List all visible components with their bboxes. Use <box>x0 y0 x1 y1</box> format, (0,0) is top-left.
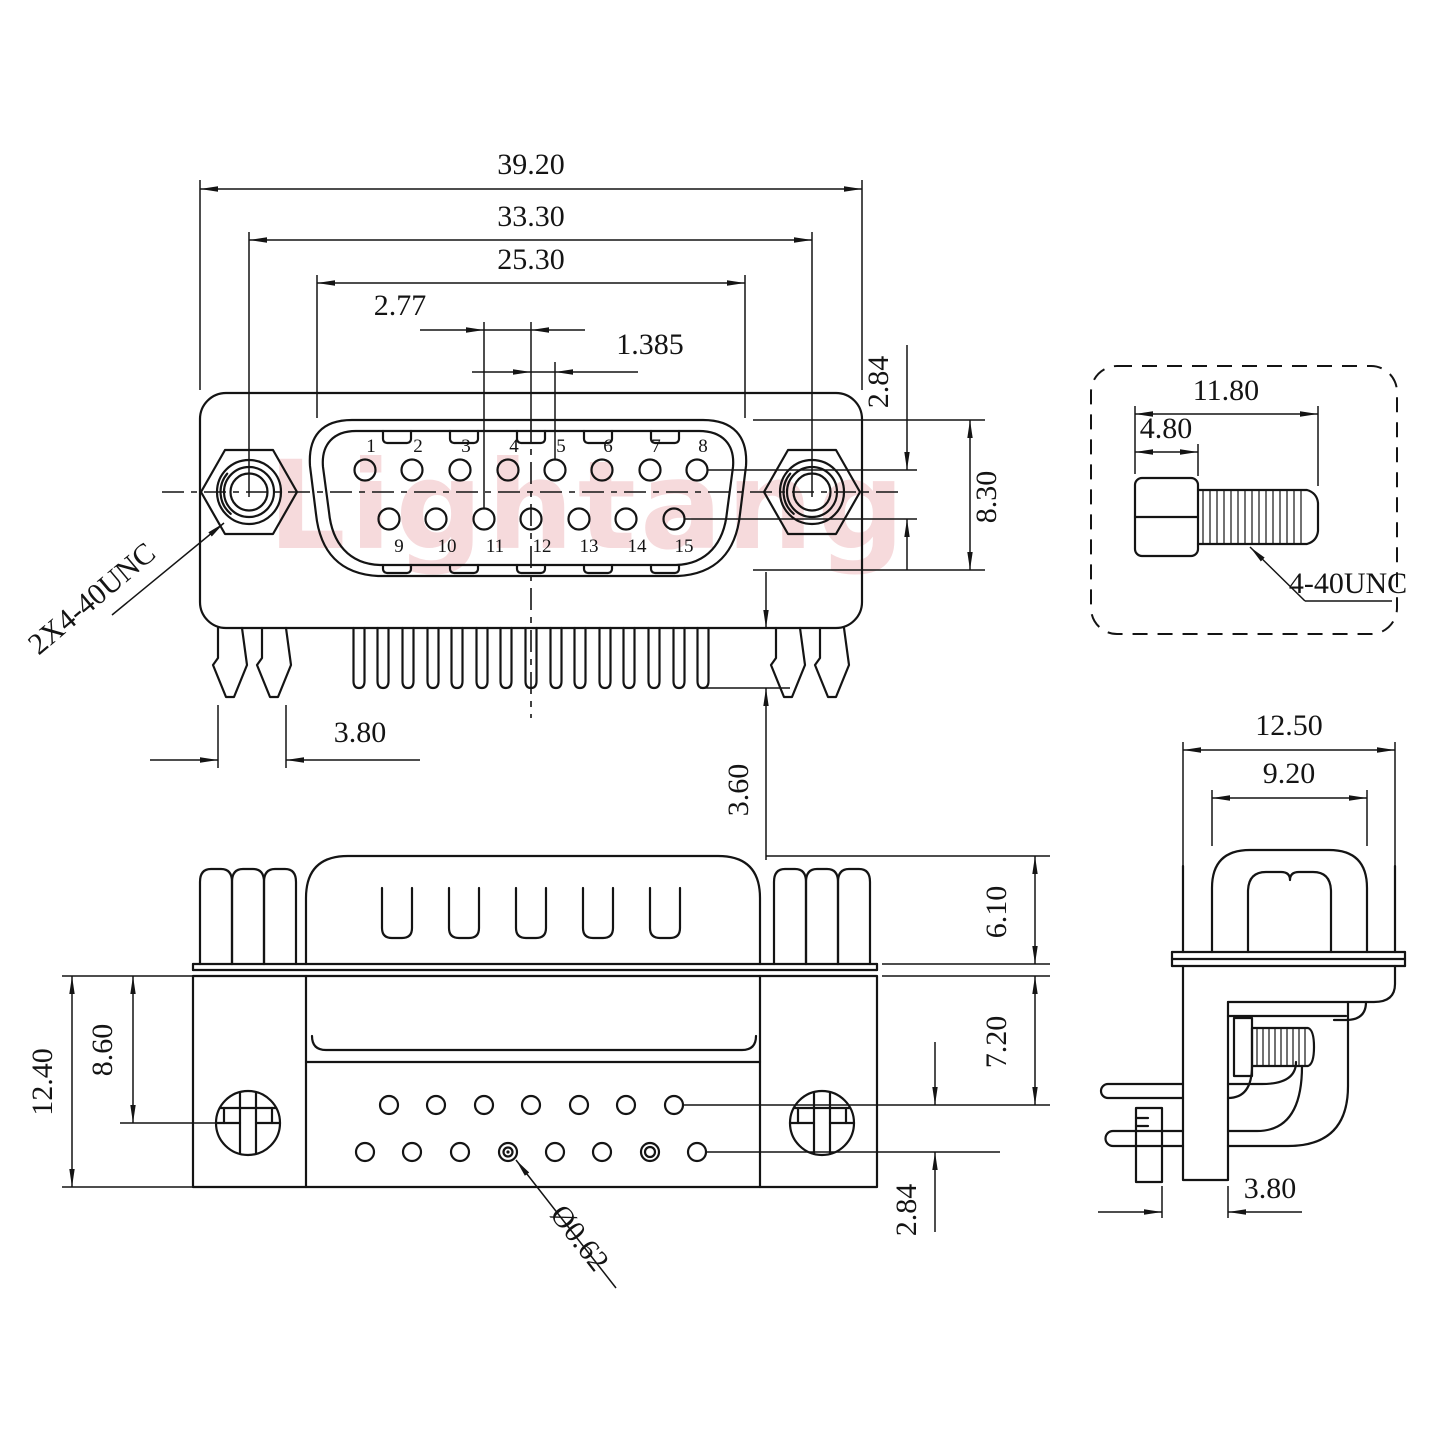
jack-screw <box>1133 476 1320 558</box>
dim-shell-width: 25.30 <box>497 243 565 276</box>
pin-number-15: 15 <box>675 536 694 557</box>
dim-shell-height: 8.30 <box>970 471 1003 524</box>
bent-contacts <box>1099 1000 1350 1184</box>
screw-detail-view: 11.80 4.80 4-40UNC <box>1090 365 1407 635</box>
side-screw-thread <box>1232 1016 1316 1078</box>
dim-hood-depth: 6.10 <box>980 886 1013 939</box>
dim-tail-length: 3.60 <box>722 764 755 817</box>
pin-number-3: 3 <box>461 436 471 457</box>
dim-body-depth: 7.20 <box>980 1016 1013 1069</box>
dim-screw-length: 11.80 <box>1193 374 1259 407</box>
side-flange <box>1170 950 1407 968</box>
pin-number-7: 7 <box>651 436 661 457</box>
label-pin-diameter: Ø0.62 <box>544 1199 616 1278</box>
side-body <box>1181 964 1397 1182</box>
pin-number-13: 13 <box>580 536 599 557</box>
dim-mount-hole-span: 33.30 <box>497 200 565 233</box>
bottom-view: 12.40 8.60 6.10 7.20 2.84 Ø0.62 <box>26 854 1050 1289</box>
dsub-shell <box>308 418 748 578</box>
pin-number-5: 5 <box>556 436 566 457</box>
left-nut-top-view <box>198 867 298 966</box>
dim-head-length: 4.80 <box>1140 412 1193 445</box>
body-bottom-view <box>191 974 879 1189</box>
dim-shell-depth: 9.20 <box>1263 757 1316 790</box>
hood-outline <box>304 854 762 966</box>
dim-screw-center-offset: 8.60 <box>86 1024 119 1077</box>
label-thread: 4-40UNC <box>1289 567 1407 600</box>
dim-bracket-offset: 3.80 <box>1244 1172 1297 1205</box>
pin-number-4: 4 <box>509 436 519 457</box>
dim-body-height: 12.40 <box>26 1048 59 1116</box>
dim-half-pitch: 1.385 <box>616 328 684 361</box>
pin-number-12: 12 <box>533 536 552 557</box>
tail-holes-row1 <box>378 1094 685 1116</box>
side-offset-dimension: 3.80 <box>1098 1172 1302 1218</box>
solder-tails <box>352 626 710 690</box>
detail-boundary-box <box>1090 365 1398 635</box>
dim-tail-row-spacing: 2.84 <box>890 1184 923 1237</box>
dim-overall-width: 39.20 <box>497 148 565 181</box>
bottom-view-dimensions: 12.40 8.60 6.10 7.20 2.84 Ø0.62 <box>26 855 1050 1289</box>
pin-row-top: 1 2 3 4 5 6 7 8 <box>353 436 709 482</box>
dim-leg-span: 3.80 <box>334 716 387 749</box>
pin-number-2: 2 <box>413 436 423 457</box>
pin-number-6: 6 <box>603 436 613 457</box>
shell-notches-bottom <box>381 563 681 575</box>
left-screw-head <box>214 1089 282 1157</box>
pin-number-14: 14 <box>628 536 648 557</box>
flange <box>191 962 879 972</box>
label-mount-thread: 2X4-40UNC <box>22 536 162 661</box>
dim-overall-depth: 12.50 <box>1255 709 1323 742</box>
hood-slots <box>380 886 682 940</box>
side-hood <box>1181 848 1397 954</box>
tail-holes-row2 <box>354 1141 708 1163</box>
pin-number-10: 10 <box>438 536 457 557</box>
pin-row-bottom: 9 10 11 12 13 14 15 <box>377 507 694 557</box>
cavity-edge <box>310 1034 758 1052</box>
pin-number-1: 1 <box>366 436 376 457</box>
pin-number-11: 11 <box>486 536 504 557</box>
board-lock-legs <box>211 626 851 699</box>
side-view: 12.50 9.20 <box>1098 709 1407 1218</box>
right-screw-head <box>788 1089 856 1157</box>
screw-detail-dimensions: 11.80 4.80 4-40UNC <box>1134 374 1407 602</box>
right-nut-top-view <box>772 867 872 966</box>
dim-row-spacing: 2.84 <box>862 356 895 409</box>
side-view-dimensions: 12.50 9.20 <box>1182 709 1396 866</box>
pin-number-9: 9 <box>394 536 404 557</box>
dim-pin-pitch: 2.77 <box>374 289 427 322</box>
shell-notches-top <box>381 429 681 445</box>
pin-number-8: 8 <box>698 436 708 457</box>
left-hex-nut <box>199 448 299 536</box>
